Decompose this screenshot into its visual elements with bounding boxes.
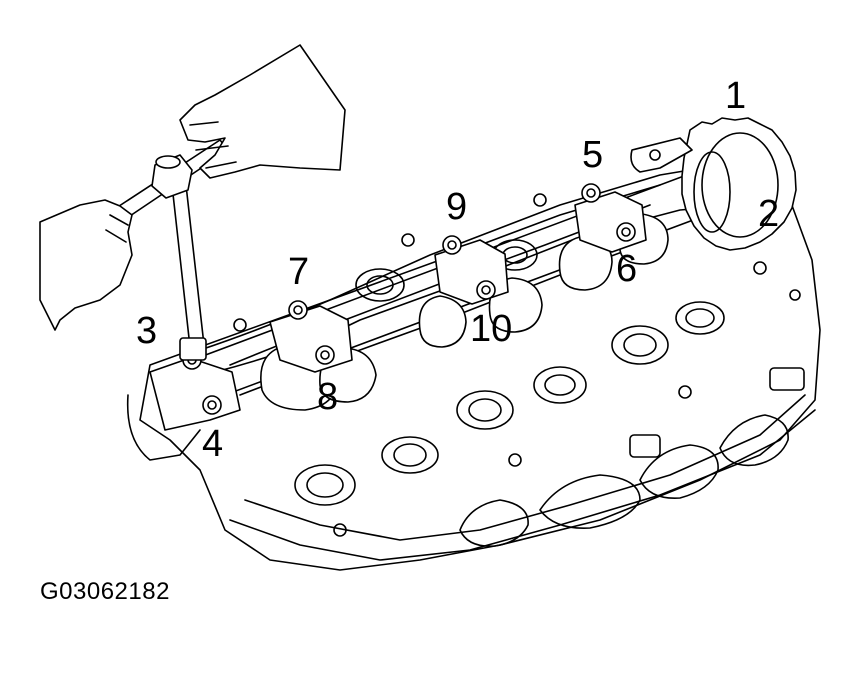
callout-10: 10 [470, 308, 513, 350]
callout-2: 2 [758, 193, 780, 235]
cylinder-head [140, 165, 820, 570]
callout-5: 5 [582, 134, 604, 176]
callout-6: 6 [616, 248, 638, 290]
callout-4: 4 [202, 423, 224, 465]
callout-3: 3 [136, 310, 158, 352]
bolt-8-head [316, 346, 334, 364]
bolt-4-head [203, 396, 221, 414]
timing-gear [631, 118, 796, 250]
lower-hand [40, 200, 132, 330]
figure-code: G03062182 [40, 578, 170, 605]
callout-1: 1 [725, 75, 747, 117]
bolt-5-head [582, 184, 600, 202]
bolt-6-head [617, 223, 635, 241]
upper-hand [180, 45, 345, 178]
wrench [110, 140, 228, 360]
bolt-10-head [477, 281, 495, 299]
callout-9: 9 [446, 186, 468, 228]
callout-7: 7 [288, 251, 310, 293]
callout-8: 8 [317, 376, 339, 418]
bolt-9-head [443, 236, 461, 254]
bolt-7-head [289, 301, 307, 319]
